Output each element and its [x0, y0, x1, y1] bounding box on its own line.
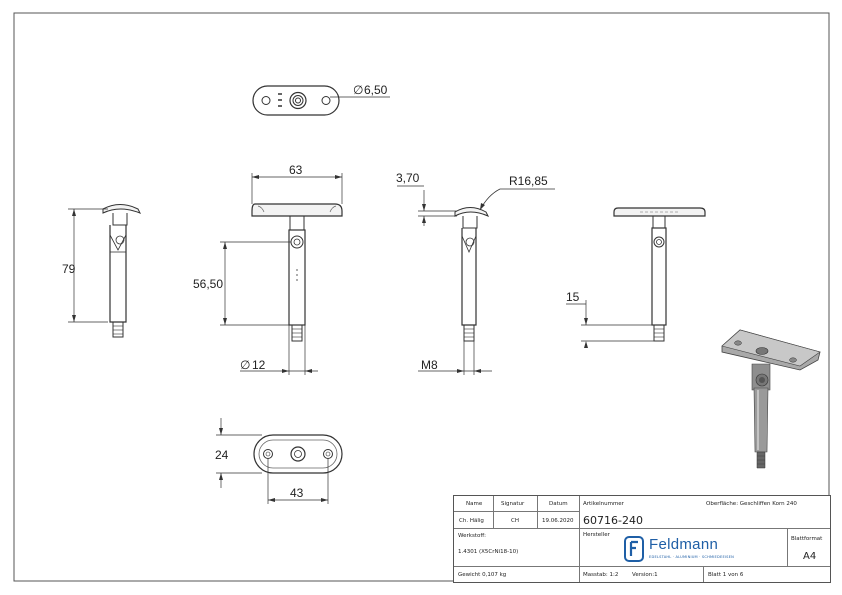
gewicht: Gewicht 0,107 kg [458, 572, 507, 578]
signatur-label: Signatur [501, 501, 525, 507]
hersteller-label: Hersteller [583, 532, 610, 538]
werkstoff-label: Werkstoff: [458, 533, 486, 539]
artikel-label: Artikelnummer [583, 501, 624, 507]
left-side-view [68, 204, 142, 338]
dim-hole-diameter-symbol: ∅ [353, 83, 363, 97]
datum-value: 19.06.2020 [542, 518, 574, 524]
brand-subtitle: EDELSTAHL · ALUMINIUM · SCHMIEDEEISEN [649, 555, 735, 559]
article-number: 60716-240 [583, 514, 643, 527]
dim-hole-diameter: 6,50 [364, 83, 388, 97]
version: Version:1 [632, 572, 658, 578]
right-side-view [397, 185, 555, 375]
isometric-render [721, 329, 821, 469]
top-view [252, 85, 390, 116]
werkstoff-value: 1.4301 (X5CrNi18-10) [458, 549, 519, 555]
blatt: Blatt 1 von 6 [708, 572, 744, 578]
title-block: Name Signatur Datum Artikelnummer Oberfl… [453, 495, 831, 583]
feldmann-logo-icon [624, 536, 644, 562]
dim-saddle-radius: R16,85 [509, 174, 548, 188]
dim-stem-diameter: 12 [252, 358, 266, 372]
sheet-border [13, 12, 830, 582]
dim-radius-tilt: 3,70 [396, 171, 420, 185]
name-value: Ch. Hälig [459, 518, 484, 524]
massstab: Masstab: 1:2 [583, 572, 619, 578]
name-label: Name [466, 501, 483, 507]
dim-plate-height: 24 [215, 448, 229, 462]
dim-hole-spacing: 43 [290, 486, 304, 500]
signatur-value: CH [511, 518, 519, 524]
dim-stem-height: 56,50 [193, 277, 223, 291]
dim-offset: 15 [566, 290, 580, 304]
datum-label: Datum [549, 501, 568, 507]
dim-total-height: 79 [62, 262, 76, 276]
front-view [220, 173, 343, 375]
bottom-plate-view [216, 418, 343, 504]
brand-name: Feldmann [649, 536, 719, 553]
dim-width-top: 63 [289, 163, 303, 177]
blattformat-value: A4 [803, 551, 817, 562]
dim-thread: M8 [421, 358, 438, 372]
rotated-view [566, 207, 706, 348]
oberflaeche-label: Oberfläche: Geschliffen Korn 240 [706, 501, 797, 507]
dim-stem-diameter-symbol: ∅ [240, 358, 250, 372]
blattformat-label: Blattformat [791, 536, 823, 542]
